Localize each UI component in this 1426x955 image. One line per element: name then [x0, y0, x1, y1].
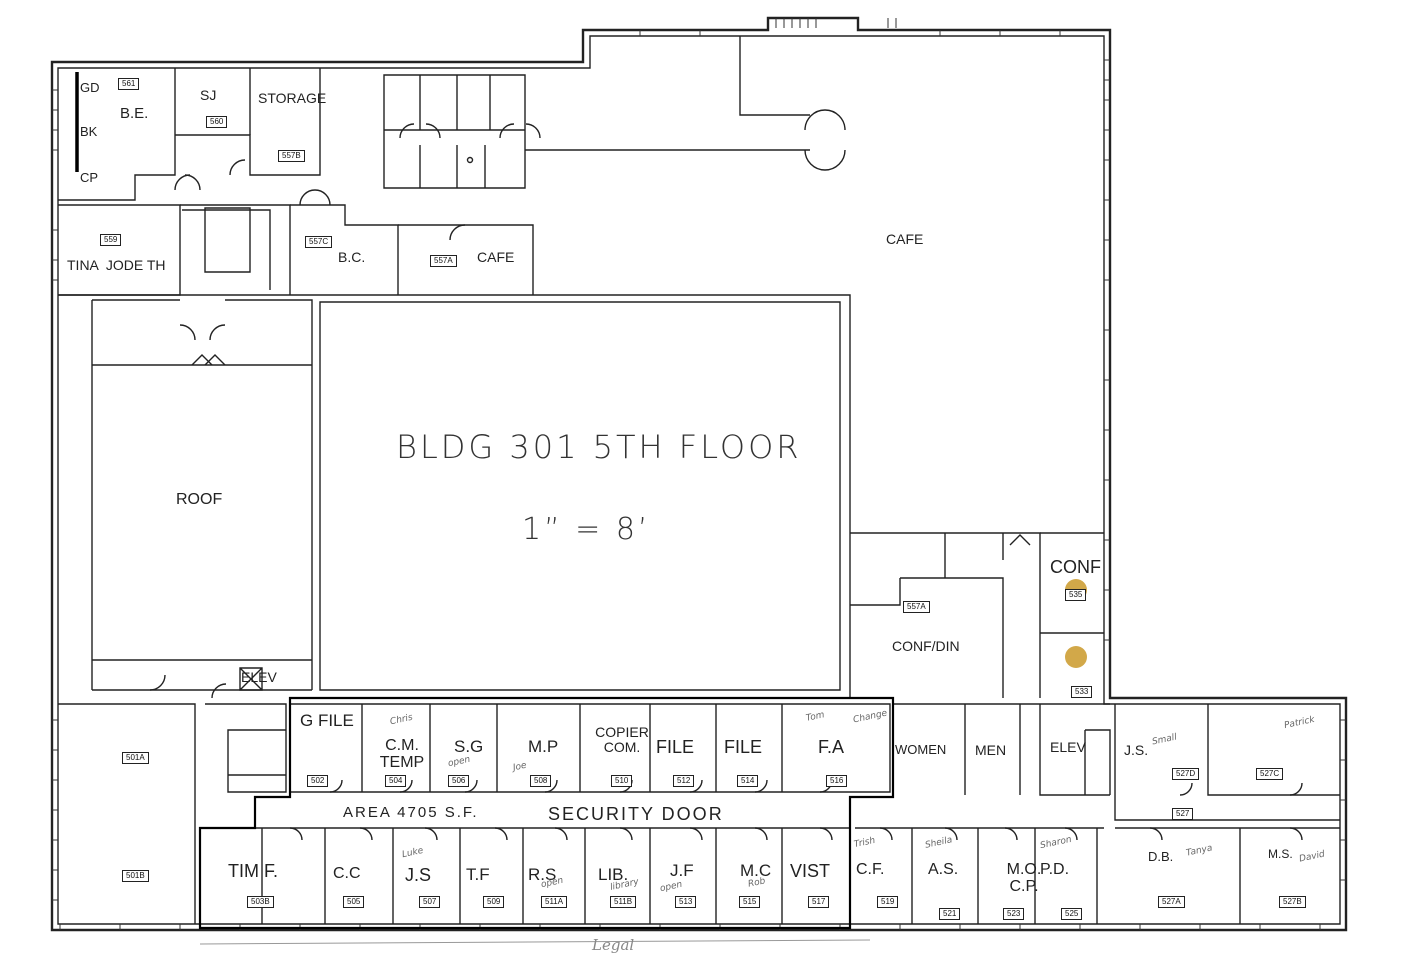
door-swings: [150, 110, 1030, 698]
plan-scale: 1” = 8’: [522, 512, 651, 547]
stain-spot: [1065, 646, 1087, 668]
top-left-walls: [58, 68, 850, 698]
side-label-bk: BK: [80, 124, 98, 139]
side-label-cp: CP: [80, 170, 99, 185]
right-walls: [850, 533, 1104, 698]
footer-note: Legal: [592, 936, 635, 954]
window-marks: [52, 18, 1346, 930]
outer-walls: [52, 18, 1346, 930]
side-label-gd: GD: [80, 80, 100, 95]
stain-spot: [1065, 579, 1087, 601]
security-boundary: [200, 698, 893, 928]
area-label: AREA 4705 S.F.: [343, 804, 479, 821]
plan-title: BLDG 301 5TH FLOOR: [396, 428, 802, 466]
security-door-label: SECURITY DOOR: [548, 804, 724, 824]
pencil-line: [200, 940, 870, 944]
core-stalls: [384, 36, 810, 188]
lower-wing-walls: [58, 668, 1340, 924]
